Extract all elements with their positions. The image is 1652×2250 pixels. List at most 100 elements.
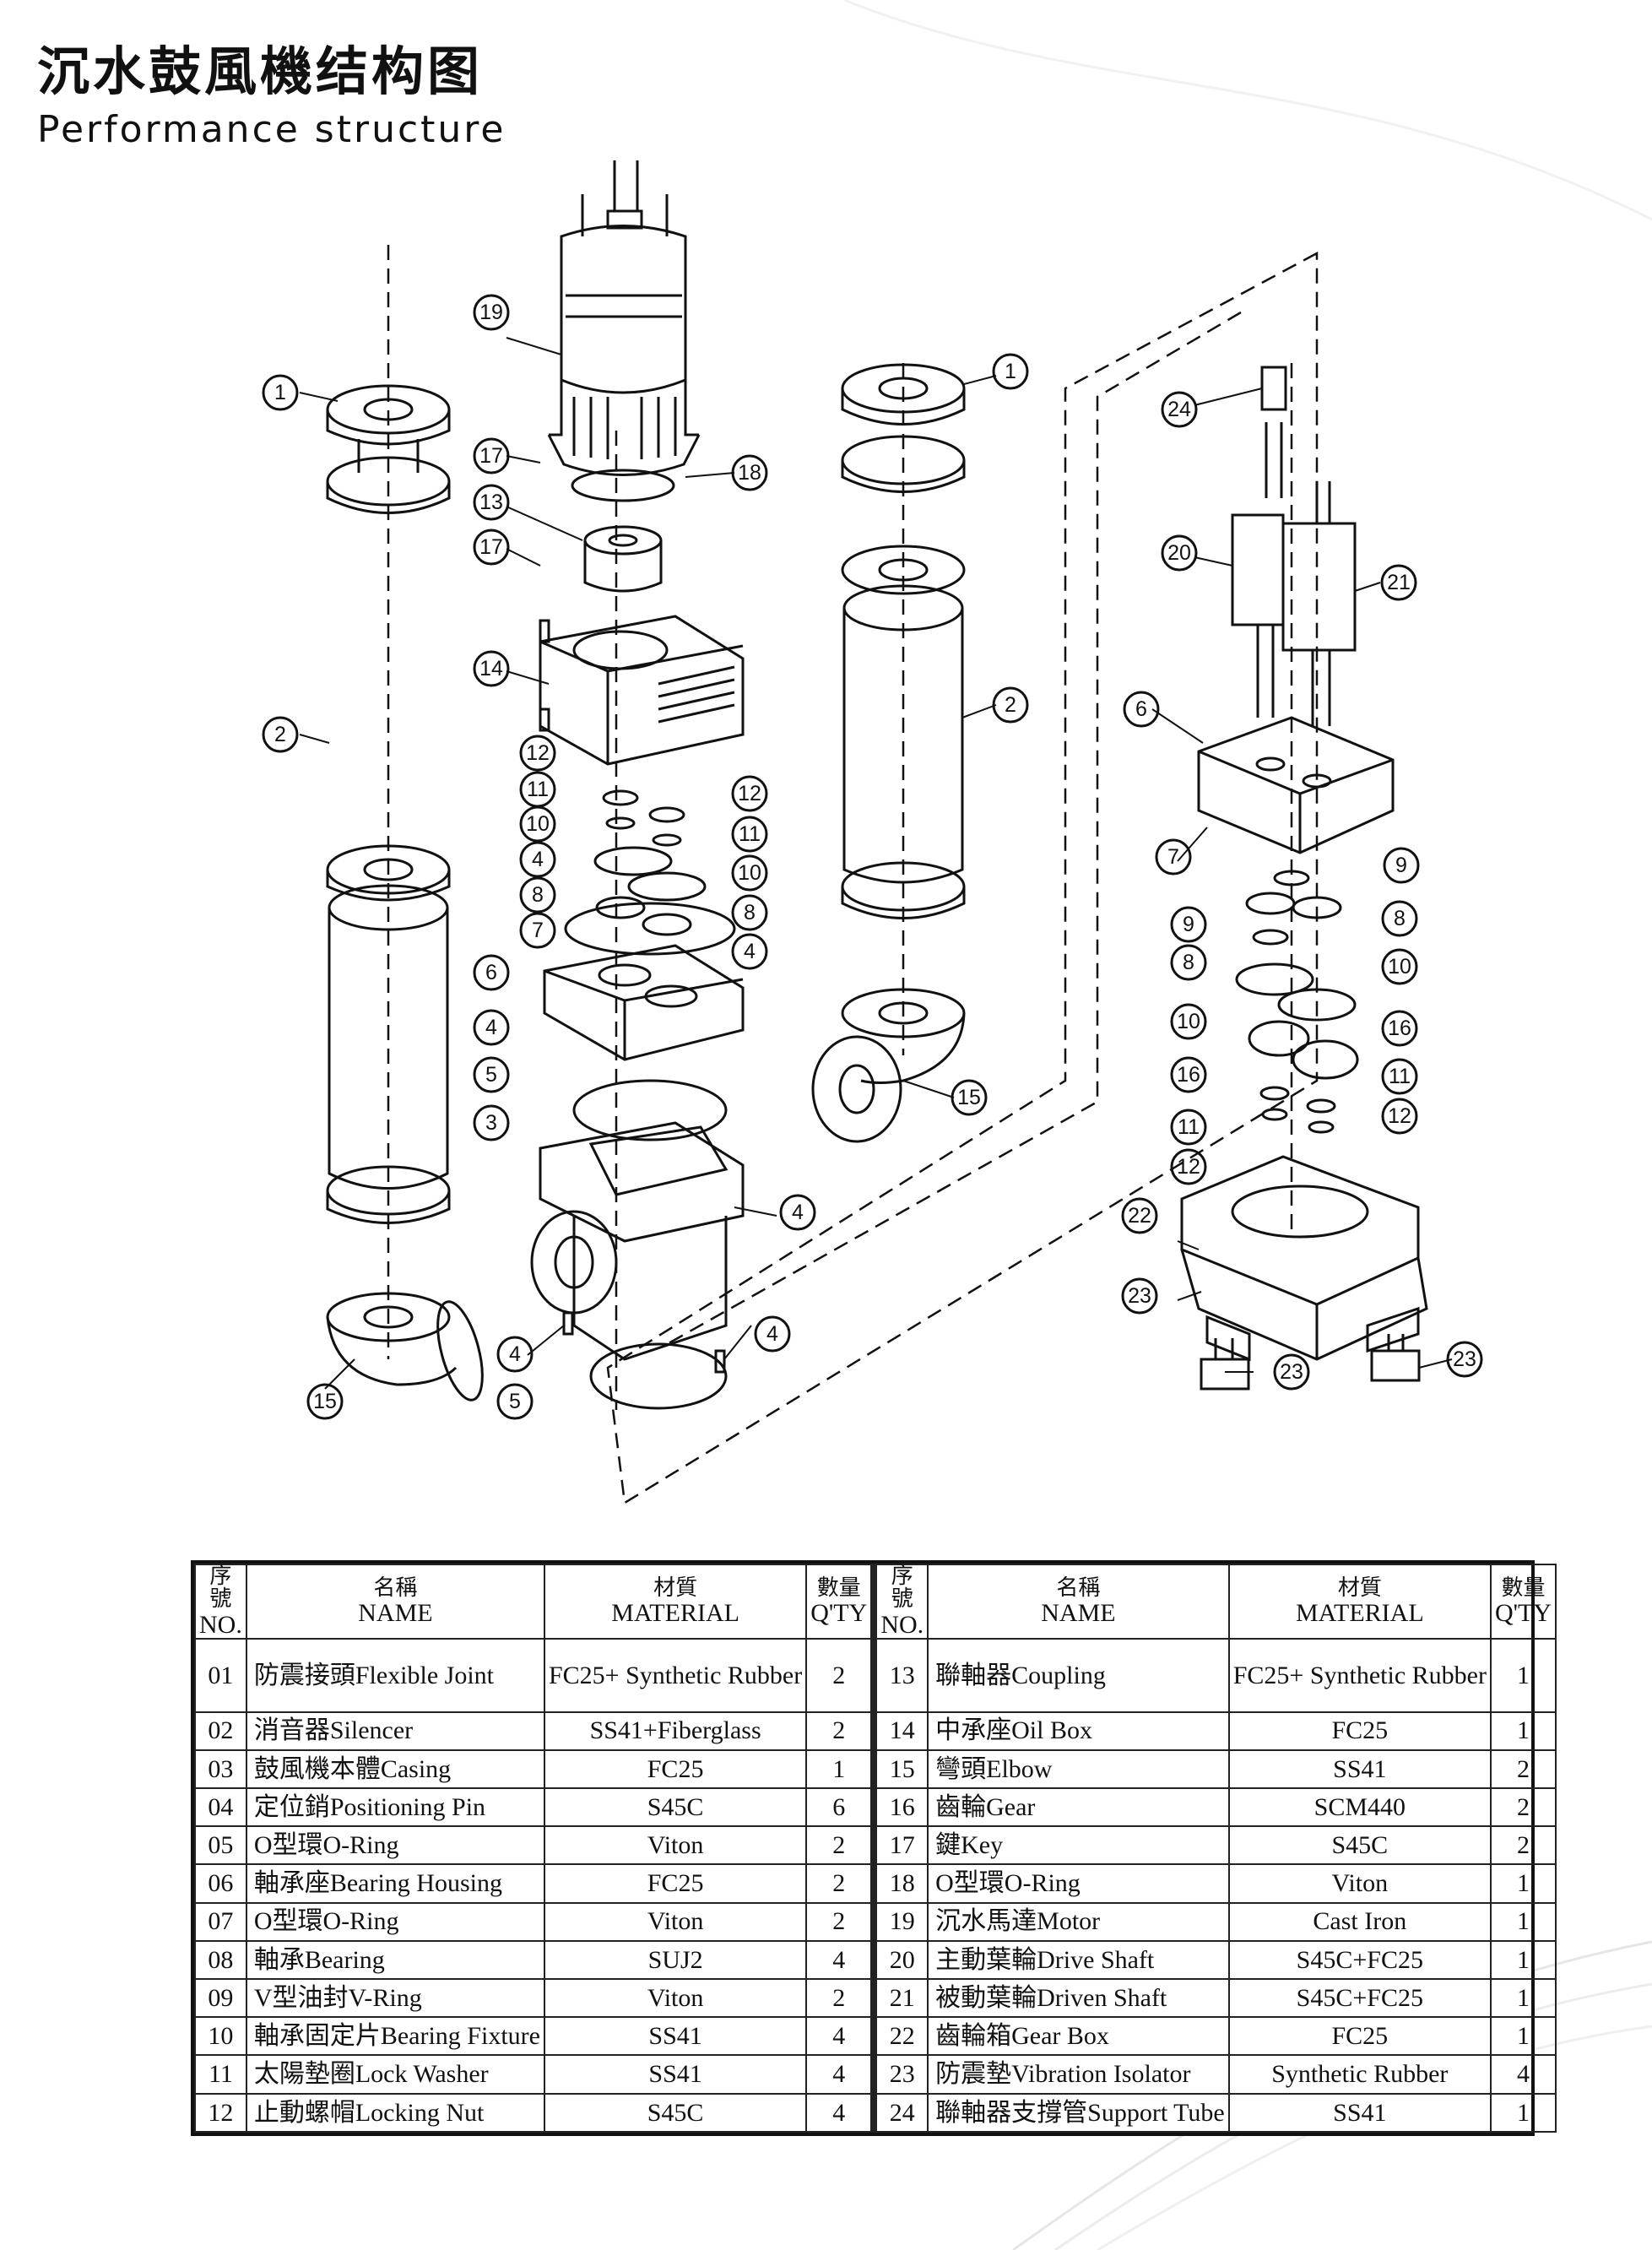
cell-qty: 2 <box>1489 1748 1557 1789</box>
cell-no: 04 <box>194 1786 247 1828</box>
svg-text:6: 6 <box>485 961 497 984</box>
cell-qty: 1 <box>1489 2016 1557 2057</box>
cell-qty: 1 <box>805 1748 873 1789</box>
cell-no: 23 <box>875 2054 929 2095</box>
cell-name: O型環O-Ring <box>245 1825 545 1866</box>
callout-11c: 11 <box>1381 1058 1418 1095</box>
cell-name: O型環O-Ring <box>927 1863 1230 1904</box>
svg-text:10: 10 <box>1177 1010 1200 1033</box>
cell-material: SS41+Fiberglass <box>543 1711 808 1751</box>
callout-9a: 9 <box>1383 847 1420 884</box>
cell-no: 19 <box>875 1901 929 1942</box>
assembly-dashed-lines <box>387 245 1319 1505</box>
svg-text:3: 3 <box>485 1111 497 1135</box>
svg-text:9: 9 <box>1395 854 1407 877</box>
cell-name: 被動葉輪Driven Shaft <box>927 1978 1230 2019</box>
cell-material: S45C+FC25 <box>1227 1939 1492 1981</box>
svg-text:14: 14 <box>479 657 503 680</box>
cell-no: 02 <box>194 1711 247 1751</box>
callout-4f: 4 <box>496 1336 534 1373</box>
cell-qty: 2 <box>805 1863 873 1904</box>
callout-1b: 1 <box>992 353 1029 390</box>
cell-no: 15 <box>875 1748 929 1789</box>
cell-name: 防震接頭Flexible Joint <box>245 1638 545 1713</box>
svg-text:4: 4 <box>792 1201 804 1224</box>
callout-17a: 17 <box>473 437 510 474</box>
gearbox-parts <box>1180 366 1428 1391</box>
callout-11b: 11 <box>731 816 768 853</box>
cell-material: S45C <box>543 2092 808 2133</box>
callout-18: 18 <box>731 454 768 491</box>
cell-name: 沉水馬達Motor <box>927 1901 1230 1942</box>
cell-no: 16 <box>875 1786 929 1828</box>
callout-23c: 23 <box>1446 1341 1483 1378</box>
cell-no: 14 <box>875 1711 929 1751</box>
cell-material: SS41 <box>1227 2092 1492 2133</box>
callout-12c: 12 <box>1381 1098 1418 1135</box>
cell-qty: 4 <box>805 2054 873 2095</box>
cell-name: O型環O-Ring <box>245 1901 545 1942</box>
svg-text:8: 8 <box>532 883 544 907</box>
callout-19: 19 <box>473 294 510 331</box>
callout-11d: 11 <box>1170 1109 1207 1146</box>
svg-text:9: 9 <box>1183 913 1194 936</box>
svg-text:16: 16 <box>1177 1063 1200 1087</box>
svg-text:2: 2 <box>274 723 286 746</box>
callout-6a: 6 <box>473 954 510 991</box>
svg-text:23: 23 <box>1128 1284 1151 1308</box>
callout-21: 21 <box>1380 564 1417 601</box>
svg-text:21: 21 <box>1387 571 1411 594</box>
svg-text:4: 4 <box>532 848 544 871</box>
svg-text:2: 2 <box>1005 693 1016 717</box>
callout-10a: 10 <box>519 805 556 843</box>
cell-material: Viton <box>543 1825 808 1866</box>
cell-no: 11 <box>194 2054 247 2095</box>
svg-text:22: 22 <box>1128 1204 1151 1228</box>
callout-2a: 2 <box>262 716 299 753</box>
callout-17b: 17 <box>473 529 510 566</box>
callout-2b: 2 <box>992 686 1029 724</box>
callout-1a: 1 <box>262 374 299 411</box>
cell-qty: 4 <box>1489 2054 1557 2095</box>
svg-text:10: 10 <box>738 861 761 885</box>
callout-4c: 4 <box>731 933 768 970</box>
callout-15a: 15 <box>306 1383 344 1420</box>
cell-name: 防震墊Vibration Isolator <box>927 2054 1230 2095</box>
cell-name: 定位銷Positioning Pin <box>245 1786 545 1828</box>
cell-material: Cast Iron <box>1227 1901 1492 1942</box>
callout-12b: 12 <box>731 775 768 812</box>
cell-name: 止動螺帽Locking Nut <box>245 2092 545 2133</box>
svg-text:12: 12 <box>1388 1104 1411 1128</box>
cell-material: FC25+ Synthetic Rubber <box>543 1638 808 1713</box>
exploded-diagram: 1 2 15 19 17 18 13 17 14 12 11 10 4 8 7 … <box>262 160 1483 1505</box>
callout-5b: 5 <box>496 1383 534 1420</box>
cell-material: FC25 <box>543 1748 808 1789</box>
svg-text:18: 18 <box>738 461 761 485</box>
cell-material: SCM440 <box>1227 1786 1492 1828</box>
cell-name: 軸承固定片Bearing Fixture <box>245 2016 545 2057</box>
svg-text:15: 15 <box>957 1086 981 1109</box>
svg-text:20: 20 <box>1167 541 1191 565</box>
cell-material: S45C <box>1227 1825 1492 1866</box>
callout-12d: 12 <box>1170 1148 1207 1185</box>
cell-material: SUJ2 <box>543 1939 808 1981</box>
svg-text:5: 5 <box>509 1390 521 1413</box>
cell-qty: 2 <box>1489 1786 1557 1828</box>
cell-qty: 2 <box>805 1711 873 1751</box>
